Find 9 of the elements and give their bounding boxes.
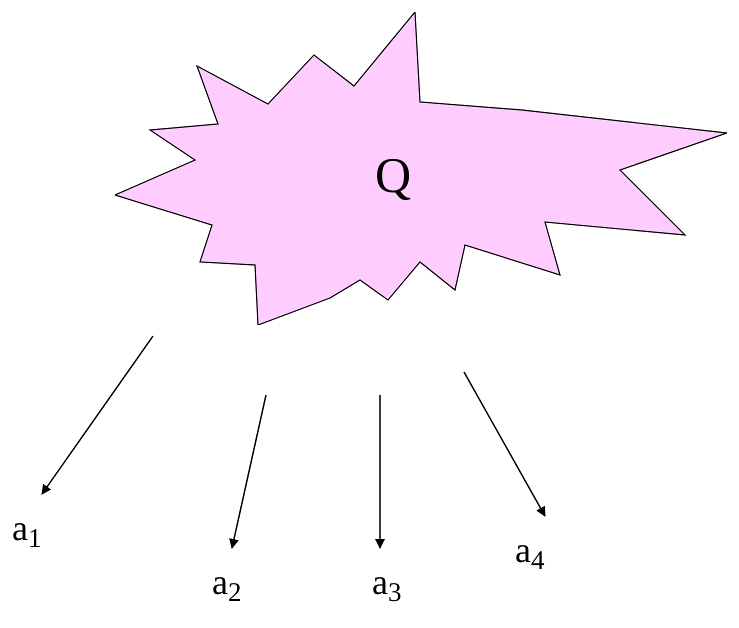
node-label: a$_{4}$ <box>515 532 544 568</box>
arrow <box>463 372 546 517</box>
node-label: a$_{1}$ <box>12 510 42 546</box>
starburst-label: Q <box>375 150 412 200</box>
node-label: a$_{2}$ <box>212 564 242 600</box>
arrow <box>229 394 267 549</box>
arrow <box>41 336 154 495</box>
node-label: a$_{3}$ <box>372 564 402 600</box>
arrow <box>375 395 385 549</box>
